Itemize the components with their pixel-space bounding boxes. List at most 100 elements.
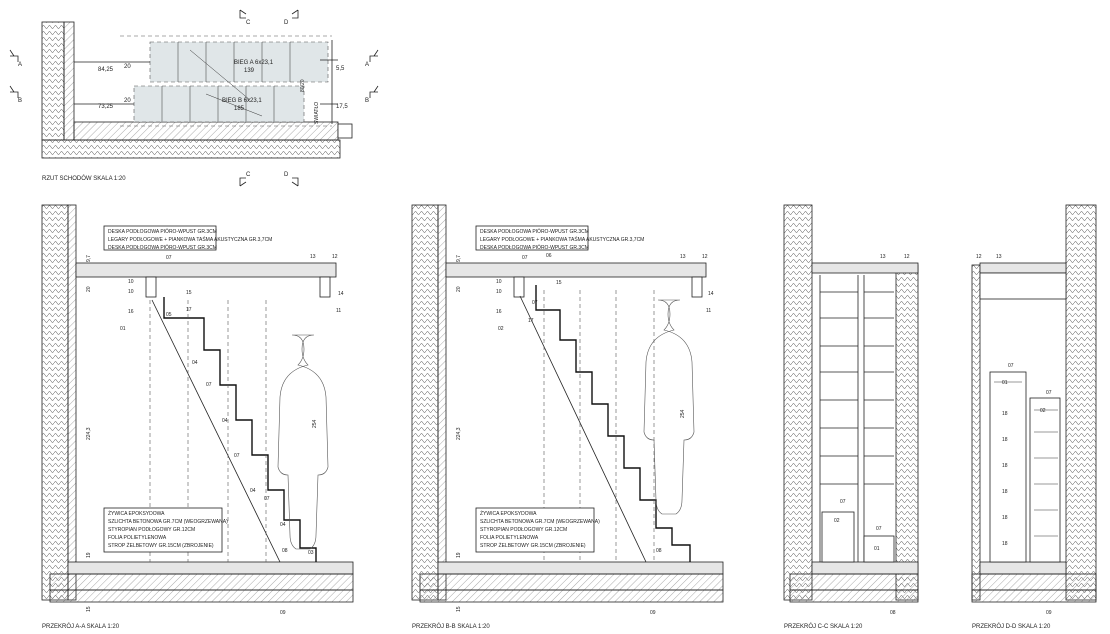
section-d-tag-18d: 18: [1002, 489, 1008, 495]
section-marker-b-left: B: [9, 85, 22, 104]
plan-run-a-fill: [150, 42, 328, 82]
section-a-a: DESKA PODŁOGOWA PIÓRO-WPUST GR.3CM LEGAR…: [41, 204, 354, 630]
section-a-beam: [319, 276, 331, 298]
section-d-screed: [979, 561, 1067, 575]
section-a-tag-07d: 07: [264, 496, 270, 502]
section-a-joist: [145, 276, 157, 298]
section-a-top-layers-box: [103, 225, 217, 251]
section-b-dim-base: 15: [456, 606, 462, 612]
section-d-stair-block: [989, 371, 1027, 563]
section-a-tag-04c: 04: [250, 488, 256, 494]
section-a-tag-09: 09: [280, 610, 286, 616]
section-b-b: DESKA PODŁOGOWA PIÓRO-WPUST GR.3CM LEGAR…: [411, 204, 724, 630]
section-a-stringer: [151, 299, 281, 563]
section-b-bottom-layer-4: FOLIA POLIETYLENOWA: [480, 535, 539, 541]
section-a-tag-11: 11: [336, 308, 341, 314]
section-b-dim-bottom: 19: [456, 552, 462, 558]
section-a-tag-05: 05: [166, 312, 172, 318]
section-d-tag-18a: 18: [1002, 411, 1008, 417]
plan-run-b-label: BIEG B 6x23,1: [222, 98, 262, 104]
section-b-bottom-layer-3: STYROPIAN PODŁOGOWY GR.12CM: [480, 527, 567, 533]
section-b-top-layer-2: LEGARY PODŁOGOWE + PIANKOWA TAŚMA AKUSTY…: [480, 235, 644, 243]
section-c-tag-02: 02: [834, 518, 840, 524]
section-a-bottom-layer-4: FOLIA POLIETYLENOWA: [108, 535, 167, 541]
section-c-screed: [811, 561, 919, 575]
section-a-dim-top: 9,7: [86, 255, 92, 262]
section-c-tag-01: 01: [874, 546, 880, 552]
section-b-tag-15: 15: [556, 280, 562, 286]
section-a-tag-07a: 07: [166, 255, 172, 261]
section-b-upper-floor: [445, 262, 707, 278]
section-d-wall-right: [1065, 204, 1097, 601]
svg-text:D: D: [284, 172, 289, 178]
section-d-upper-floor: [979, 262, 1067, 274]
section-c-slab: [789, 573, 919, 591]
section-marker-b-right: B: [365, 85, 379, 104]
section-b-tag-02: 02: [498, 326, 504, 332]
section-d-wall-left: [971, 264, 981, 601]
section-b-tag-11: 11: [706, 308, 711, 314]
svg-text:D: D: [284, 20, 289, 26]
section-b-joist: [513, 276, 525, 298]
section-a-tag-10a: 10: [128, 279, 134, 285]
section-d-tag-18e: 18: [1002, 515, 1008, 521]
section-a-human-figure: [277, 334, 329, 550]
section-b-tag-09: 09: [650, 610, 656, 616]
plan-run-b-length: 185: [234, 106, 245, 112]
section-b-dim-height: 224,3: [456, 427, 462, 440]
plan-dim-gap-1: 5,5: [336, 66, 345, 72]
svg-text:B: B: [365, 98, 369, 104]
section-c-c: 13 12 07 02 07 01 08 PRZEKRÓJ C-C SKALA …: [783, 204, 919, 630]
section-a-tag-04d: 04: [280, 522, 286, 528]
section-b-dim-top: 9,7: [456, 255, 462, 262]
section-a-tag-04b: 04: [222, 418, 228, 424]
section-a-tag-17: 17: [186, 307, 192, 313]
section-b-title: PRZEKRÓJ B-B SKALA 1:20: [412, 623, 490, 630]
section-b-tag-07b: 07: [532, 300, 538, 306]
section-b-bottom-layer-2: SZLICHTA BETONOWA GR.7CM (WEOGRZEWANA): [480, 519, 600, 525]
section-b-bottom-layer-1: ŻYWICA EPOKSYDOWA: [480, 510, 537, 517]
section-d-d: 12 13 07 01 07 02 18 18 18 18 18 18 09 P…: [971, 204, 1097, 630]
section-a-upper-floor: [75, 262, 337, 278]
section-marker-d-top: D: [284, 9, 299, 26]
section-b-dim-mid: 20: [456, 286, 462, 292]
section-c-step-block-right: [863, 535, 895, 563]
section-a-tag-16: 16: [128, 309, 134, 315]
section-b-top-layer-1: DESKA PODŁOGOWA PIÓRO-WPUST GR.3CM: [480, 228, 589, 235]
section-c-tag-12: 12: [904, 254, 910, 260]
section-a-tag-01: 01: [120, 326, 126, 332]
section-a-tag-12: 12: [332, 254, 338, 260]
section-d-tag-12: 12: [976, 254, 982, 260]
section-marker-a-left: A: [9, 49, 22, 68]
section-b-bottom-layers-box: [475, 507, 595, 553]
plan-door-jamb: [337, 123, 353, 139]
section-b-beam: [691, 276, 703, 298]
plan-dim-lower-width: 73,25: [98, 104, 114, 110]
section-c-upper-floor: [811, 262, 919, 274]
section-a-bottom-layer-2: SZLICHTA BETONOWA GR.7CM (WEOGRZEWANA): [108, 519, 228, 525]
section-d-tag-18b: 18: [1002, 437, 1008, 443]
section-c-tag-08: 08: [890, 610, 896, 616]
section-a-person-height: 254: [312, 419, 318, 428]
plan-title: RZUT SCHODÓW SKALA 1:20: [42, 175, 126, 182]
section-a-slab: [49, 573, 354, 591]
section-b-bottom-layer-5: STROP ŻELBETOWY GR.15CM (ZBROJENIE): [480, 542, 586, 549]
section-d-stair-block-right: [1029, 397, 1061, 563]
section-c-tag-07a: 07: [840, 499, 846, 505]
plan-run-b-fill: [134, 86, 304, 122]
section-b-human-figure: [643, 299, 695, 515]
plan-dim-small-a: 20: [124, 64, 131, 70]
section-b-tag-08: 08: [656, 548, 662, 554]
section-a-top-layer-3: DESKA PODŁOGOWA PIÓRO-WPUST GR.3CM: [108, 244, 217, 251]
section-d-tag-07b: 07: [1046, 390, 1052, 396]
section-a-top-layer-2: LEGARY PODŁOGOWE + PIANKOWA TAŚMA AKUSTY…: [108, 235, 272, 243]
section-marker-c-bottom: C: [239, 172, 251, 187]
section-b-tag-06: 06: [546, 253, 552, 259]
section-c-wall-left: [783, 204, 813, 601]
svg-text:C: C: [246, 20, 251, 26]
section-b-top-layer-3: DESKA PODŁOGOWA PIÓRO-WPUST GR.3CM: [480, 244, 589, 251]
plan-wall-left: [41, 21, 65, 141]
section-a-bottom-layer-3: STYROPIAN PODŁOGOWY GR.12CM: [108, 527, 195, 533]
section-d-title: PRZEKRÓJ D-D SKALA 1:20: [972, 623, 1051, 630]
section-d-slab: [971, 573, 1097, 591]
